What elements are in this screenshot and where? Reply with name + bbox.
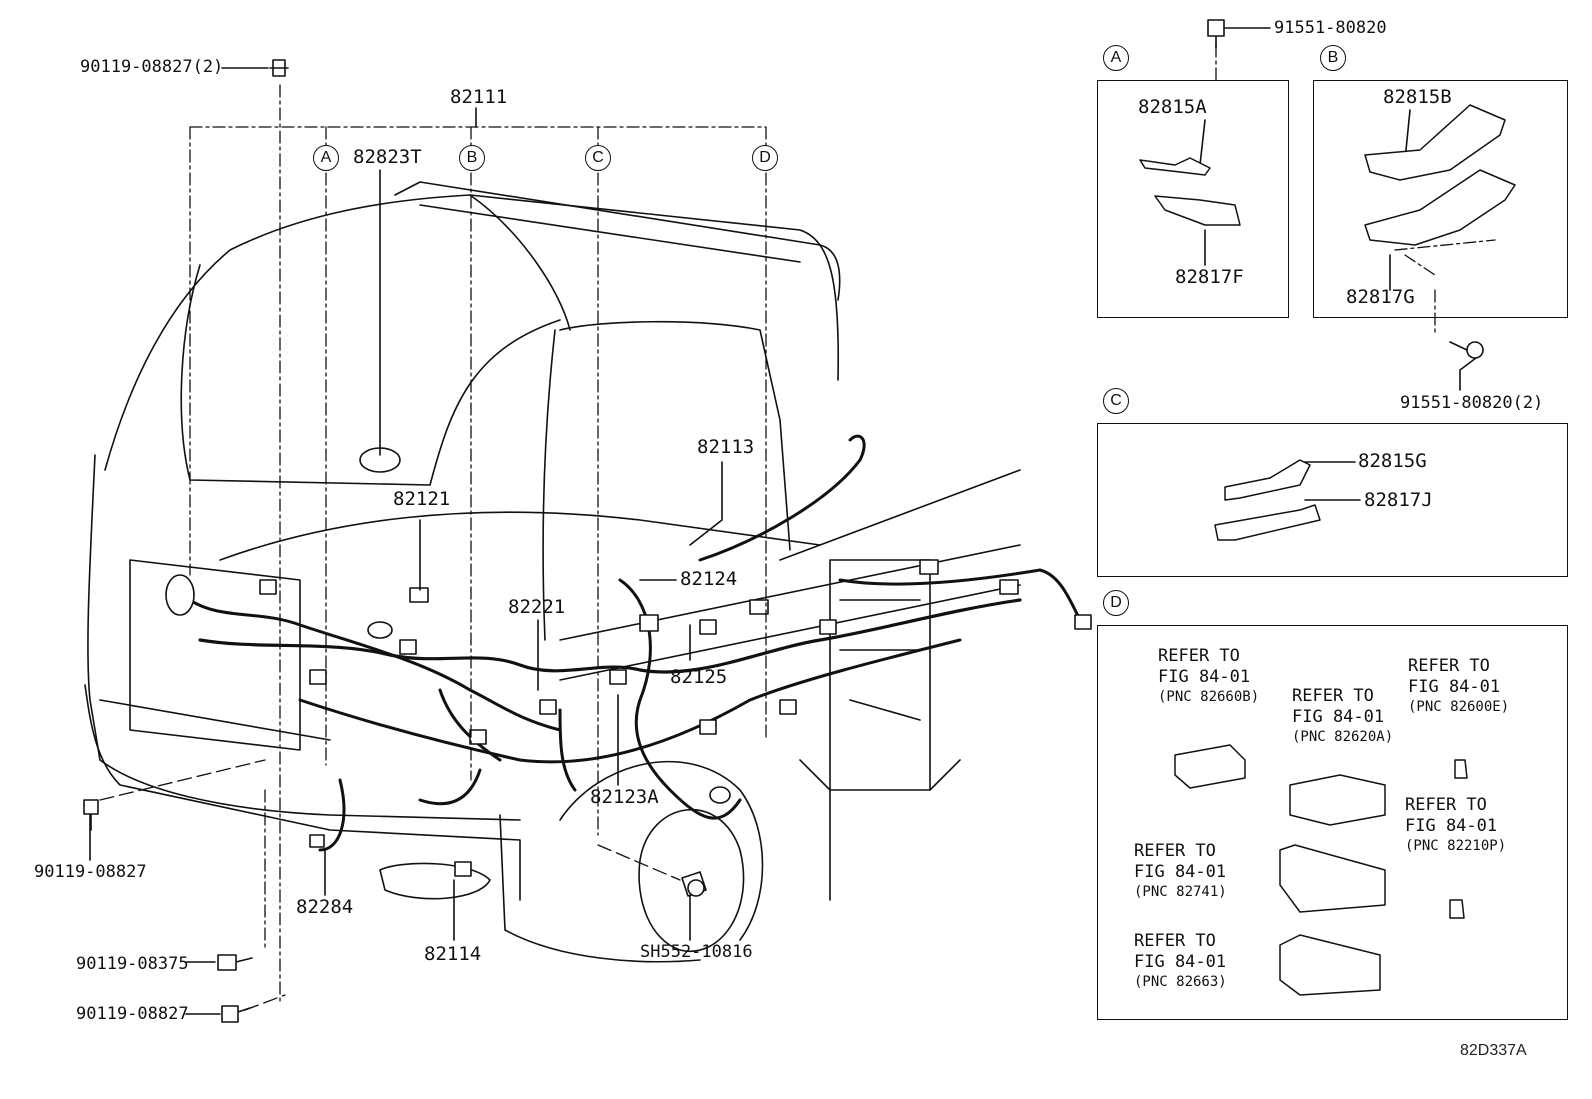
bumper <box>84 684 521 901</box>
detail-box-D <box>1097 625 1568 1020</box>
frame-rail <box>559 469 1021 681</box>
front-lamp <box>379 862 491 900</box>
detail-A-part-82817F: 82817F <box>1175 266 1244 288</box>
bolt-top-left <box>269 59 289 77</box>
callout-82114: 82114 <box>424 943 482 965</box>
detail-box-B <box>1313 80 1568 318</box>
callout-82113: 82113 <box>697 436 755 458</box>
detail-C-parts <box>1214 459 1321 541</box>
marker-D-main: D <box>752 145 778 171</box>
bolt-91551-bottom <box>1466 341 1484 359</box>
callout-82125: 82125 <box>670 666 728 688</box>
detail-box-C <box>1097 423 1568 577</box>
windshield-left <box>180 264 561 486</box>
detail-B-part-82815B: 82815B <box>1383 86 1452 108</box>
callout-82111: 82111 <box>450 86 508 108</box>
callout-82823T: 82823T <box>353 146 422 168</box>
callout-82124: 82124 <box>680 568 738 590</box>
marker-A-detail: A <box>1103 45 1129 71</box>
door-edge <box>542 329 556 641</box>
wheel-arch <box>559 760 764 941</box>
callout-82284: 82284 <box>296 896 354 918</box>
figure-code: 82D337A <box>1460 1042 1527 1059</box>
bolt-08827-bottom <box>221 1005 251 1023</box>
detail-box-A <box>1097 80 1289 318</box>
chassis-block <box>829 559 931 791</box>
bracket-82111 <box>189 126 767 836</box>
hood-top <box>219 511 821 561</box>
marker-C-detail: C <box>1103 388 1129 414</box>
marker-D-detail: D <box>1103 590 1129 616</box>
wheel-outer <box>638 809 745 953</box>
callout-90119-08827-bottom: 90119-08827 <box>76 1004 189 1024</box>
callout-91551-80820-2: 91551-80820(2) <box>1400 393 1544 413</box>
cab-front-face <box>87 454 521 821</box>
marker-B-main: B <box>459 145 485 171</box>
marker-C-main: C <box>585 145 611 171</box>
roof-rack <box>394 181 841 301</box>
callout-90119-08827-left: 90119-08827 <box>34 862 147 882</box>
marker-A-main: A <box>313 145 339 171</box>
callout-82121: 82121 <box>393 488 451 510</box>
callout-82123A: 82123A <box>590 786 659 808</box>
detail-B-part-82817G: 82817G <box>1346 286 1415 308</box>
callout-91551-80820: 91551-80820 <box>1274 18 1387 38</box>
windshield-right <box>559 320 791 551</box>
detail-B-parts <box>1364 104 1516 246</box>
cab-roof-outline <box>104 194 840 471</box>
bolt-left-mid <box>83 799 99 831</box>
callout-82221: 82221 <box>508 596 566 618</box>
callout-90119-08375: 90119-08375 <box>76 954 189 974</box>
detail-D-parts <box>1174 744 1468 996</box>
marker-B-detail: B <box>1320 45 1346 71</box>
main-harness <box>198 598 1022 674</box>
detail-C-part-82817J: 82817J <box>1364 489 1433 511</box>
grille-frame <box>129 559 301 751</box>
detail-C-part-82815G: 82815G <box>1358 450 1427 472</box>
callout-sh552-10816: SH552-10816 <box>640 942 753 962</box>
detail-A-part-82815A: 82815A <box>1138 96 1207 118</box>
detail-A-parts <box>1139 157 1241 226</box>
callout-90119-08827-2: 90119-08827(2) <box>80 57 224 77</box>
bolt-08375 <box>217 954 253 971</box>
clip-sh552 <box>687 879 705 897</box>
bolt-91551-top <box>1207 19 1225 49</box>
